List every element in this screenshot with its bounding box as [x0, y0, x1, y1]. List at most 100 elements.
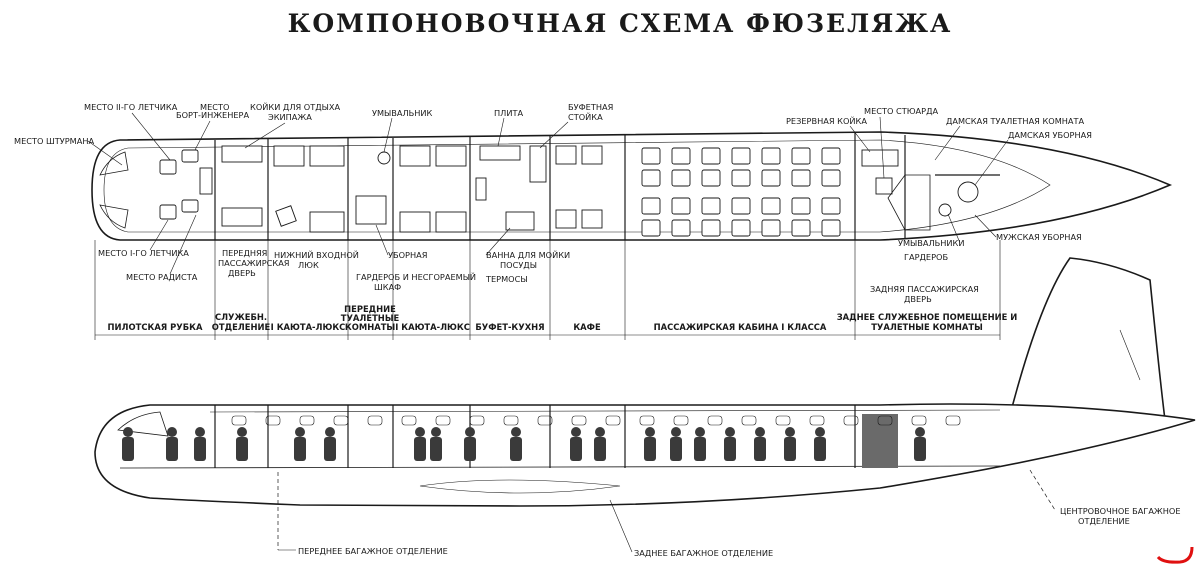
cabin-seat	[821, 197, 841, 215]
cabin-seat	[761, 219, 781, 237]
passenger-figure-body	[294, 437, 306, 461]
side-window	[911, 415, 927, 426]
plan-seat	[181, 149, 199, 163]
cabin-seat	[791, 169, 811, 187]
cabin-seat	[791, 219, 811, 237]
side-window	[639, 415, 655, 426]
label-lower-hatch-1: НИЖНИЙ ВХОДНОЙ	[274, 249, 359, 260]
cabin-seat	[671, 169, 691, 187]
section-rear-2: ТУАЛЕТНЫЕ КОМНАТЫ	[871, 322, 983, 332]
label-pilot2: МЕСТО II-ГО ЛЕТЧИКА	[84, 102, 178, 112]
cabin-seat	[761, 197, 781, 215]
passenger-figure-body	[166, 437, 178, 461]
plan-sofa	[399, 211, 431, 233]
label-front-door-2: ПАССАЖИРСКАЯ	[218, 258, 290, 268]
passenger-figure-body	[570, 437, 582, 461]
passenger-figure-body	[430, 437, 442, 461]
cabin-seat	[671, 197, 691, 215]
plan-cafe-seat	[555, 145, 577, 165]
cabin-seat	[791, 147, 811, 165]
diagram-title: КОМПОНОВОЧНАЯ СХЕМА ФЮЗЕЛЯЖА	[288, 9, 953, 38]
side-cockpit-window	[117, 411, 169, 437]
label-navigator: МЕСТО ШТУРМАНА	[14, 136, 95, 146]
side-window	[401, 415, 417, 426]
cabin-seat	[731, 147, 751, 165]
passenger-figure-head	[167, 427, 177, 437]
passenger-figure-head	[645, 427, 655, 437]
cabin-seat	[641, 197, 661, 215]
side-window	[707, 415, 723, 426]
passenger-figure-head	[431, 427, 441, 437]
plan-console	[199, 167, 213, 195]
passenger-figure-body	[724, 437, 736, 461]
passenger-figure-body	[694, 437, 706, 461]
fin-rudder-line	[1119, 329, 1141, 381]
side-window	[265, 415, 281, 426]
plan-wc-room	[355, 195, 387, 225]
plan-cockpit-window	[99, 204, 129, 229]
label-wardrobe: ГАРДЕРОБ	[904, 252, 948, 262]
passenger-figure-head	[195, 427, 205, 437]
plan-sink	[505, 211, 535, 231]
side-labels: ПЕРЕДНЕЕ БАГАЖНОЕ ОТДЕЛЕНИЕ ЗАДНЕЕ БАГАЖ…	[277, 469, 1181, 558]
passenger-figure-body	[510, 437, 522, 461]
label-center-baggage-2: ОТДЕЛЕНИЕ	[1078, 516, 1130, 526]
side-window	[537, 415, 553, 426]
cabin-seat	[821, 147, 841, 165]
side-window	[673, 415, 689, 426]
cabin-seat	[701, 147, 721, 165]
side-window	[775, 415, 791, 426]
label-crew-bunks-2: ЭКИПАЖА	[268, 112, 312, 122]
passenger-figure-body	[236, 437, 248, 461]
cabin-seat	[821, 169, 841, 187]
passenger-figure-body	[194, 437, 206, 461]
label-washbasins: УМЫВАЛЬНИКИ	[898, 238, 965, 248]
label-front-door-3: ДВЕРЬ	[228, 268, 256, 278]
side-window	[503, 415, 519, 426]
plan-washbasin	[938, 203, 952, 217]
passenger-figure-head	[595, 427, 605, 437]
plan-ladies-toilet	[957, 181, 979, 203]
plan-bottom-labels: МЕСТО I-ГО ЛЕТЧИКА МЕСТО РАДИСТА ПЕРЕДНЯ…	[98, 213, 1082, 304]
cabin-seat	[731, 169, 751, 187]
side-window	[231, 415, 247, 426]
wing-root	[419, 479, 621, 494]
label-reserve-bunk: РЕЗЕРВНАЯ КОЙКА	[786, 115, 867, 126]
plan-bunk	[221, 207, 263, 227]
label-rear-baggage: ЗАДНЕЕ БАГАЖНОЕ ОТДЕЛЕНИЕ	[634, 548, 773, 558]
plan-armchair	[275, 205, 297, 227]
passenger-figure-head	[755, 427, 765, 437]
plan-seat	[181, 199, 199, 213]
passenger-figure-body	[414, 437, 426, 461]
passenger-figure-head	[695, 427, 705, 437]
passenger-figure-body	[464, 437, 476, 461]
cabin-seat	[701, 169, 721, 187]
label-rear-door-1: ЗАДНЯЯ ПАССАЖИРСКАЯ	[870, 284, 979, 294]
plan-sofa	[435, 211, 467, 233]
passenger-figure-head	[915, 427, 925, 437]
passenger-figure-body	[784, 437, 796, 461]
plan-sofa	[309, 211, 345, 233]
plan-seat	[159, 159, 177, 175]
passenger-figure-body	[914, 437, 926, 461]
label-buffet-2: СТОЙКА	[568, 111, 603, 122]
section-service-2: ОТДЕЛЕНИЕ	[212, 322, 271, 332]
section-cockpit: ПИЛОТСКАЯ РУБКА	[108, 322, 203, 332]
label-rear-door-2: ДВЕРЬ	[904, 294, 932, 304]
label-fwd-baggage: ПЕРЕДНЕЕ БАГАЖНОЕ ОТДЕЛЕНИЕ	[298, 546, 448, 556]
passenger-figure-head	[123, 427, 133, 437]
label-wardrobe-1: ГАРДЕРОБ И НЕСГОРАЕМЫЙ	[356, 271, 476, 282]
label-wash-dishes-2: ПОСУДЫ	[500, 260, 537, 270]
passenger-figure-head	[237, 427, 247, 437]
label-radio: МЕСТО РАДИСТА	[126, 272, 198, 282]
cabin-seat	[641, 169, 661, 187]
cabin-seat	[761, 169, 781, 187]
label-thermos: ТЕРМОСЫ	[485, 274, 528, 284]
label-lower-hatch-2: ЛЮК	[298, 260, 319, 270]
section-service-1: СЛУЖЕБН.	[215, 312, 267, 322]
section-rear-1: ЗАДНЕЕ СЛУЖЕБНОЕ ПОМЕЩЕНИЕ И	[837, 312, 1018, 322]
label-mens-wc: МУЖСКАЯ УБОРНАЯ	[996, 232, 1082, 242]
rear-door-curtain	[862, 414, 898, 468]
label-wc: УБОРНАЯ	[388, 250, 427, 260]
